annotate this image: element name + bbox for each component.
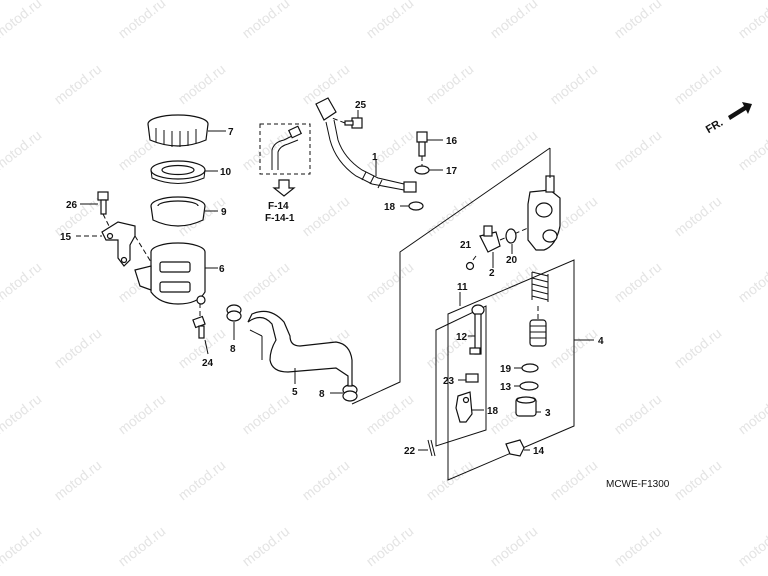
sealing-washer-lower bbox=[400, 201, 424, 211]
assembly-outline bbox=[351, 147, 551, 405]
callout-21: 21 bbox=[460, 240, 472, 251]
callout-23: 22 bbox=[404, 446, 416, 457]
hose-clip-lower bbox=[330, 384, 358, 402]
nut-22 bbox=[458, 373, 479, 383]
front-arrow-icon bbox=[728, 102, 752, 120]
circlip-19 bbox=[514, 363, 539, 373]
callout-19: 19 bbox=[500, 364, 512, 375]
o-ring-20 bbox=[505, 228, 517, 254]
diaphragm-plate bbox=[150, 160, 218, 184]
callout-4: 4 bbox=[598, 336, 604, 347]
callout-10: 12 bbox=[456, 332, 468, 343]
callout-5: 6 bbox=[219, 264, 225, 275]
joint-pin bbox=[505, 439, 530, 457]
callout-9: 11 bbox=[457, 282, 468, 293]
cap-3 bbox=[515, 396, 541, 417]
callout-12: 10 bbox=[220, 167, 232, 178]
front-label: FR. bbox=[704, 117, 725, 136]
push-rod bbox=[468, 304, 485, 355]
callout-1: 1 bbox=[372, 152, 378, 163]
bolt-24 bbox=[192, 304, 209, 355]
reference-f14-1: F-14-1 bbox=[265, 213, 295, 224]
bolt-25 bbox=[331, 110, 363, 129]
clevis bbox=[455, 391, 484, 423]
boot-13 bbox=[514, 381, 539, 391]
spring bbox=[531, 271, 549, 302]
callout-3: 3 bbox=[545, 408, 551, 419]
callout-14: 14 bbox=[533, 446, 545, 457]
hose-joint bbox=[469, 225, 529, 268]
sealing-washer-upper bbox=[414, 165, 443, 175]
callout-16: 15 bbox=[60, 232, 72, 243]
push-rod-box bbox=[435, 292, 487, 447]
callout-22: 23 bbox=[443, 376, 455, 387]
callout-8a: 8 bbox=[230, 344, 236, 355]
callout-18b: 18 bbox=[384, 202, 396, 213]
master-cylinder-body bbox=[527, 160, 561, 251]
hose-clip-upper bbox=[226, 304, 242, 340]
brake-hose bbox=[315, 97, 417, 193]
callout-7: 7 bbox=[228, 127, 234, 138]
callout-15: 18 bbox=[487, 406, 499, 417]
banjo-bolt-17 bbox=[416, 131, 443, 166]
reservoir-body bbox=[134, 242, 218, 305]
reference-inset bbox=[259, 123, 311, 197]
reference-f14: F-14 bbox=[268, 201, 289, 212]
callout-20: 20 bbox=[506, 255, 518, 266]
piston bbox=[529, 306, 547, 347]
callout-11: 9 bbox=[221, 207, 227, 218]
reservoir-hose bbox=[247, 310, 353, 387]
callout-8b: 8 bbox=[319, 389, 325, 400]
callout-2: 2 bbox=[489, 268, 495, 279]
screw-21 bbox=[465, 261, 475, 271]
cotter-pin bbox=[418, 439, 436, 457]
diaphragm bbox=[150, 196, 218, 227]
reservoir-stay bbox=[76, 221, 152, 267]
callout-18a: 17 bbox=[446, 166, 458, 177]
callout-17: 16 bbox=[446, 136, 458, 147]
callout-13: 13 bbox=[500, 382, 512, 393]
bolt-26 bbox=[80, 191, 111, 229]
callout-24: 24 bbox=[202, 358, 214, 369]
reservoir-cap bbox=[147, 114, 226, 147]
callout-26: 26 bbox=[66, 200, 78, 211]
diagram-code: MCWE-F1300 bbox=[606, 479, 670, 490]
callout-6: 5 bbox=[292, 387, 298, 398]
callout-25: 25 bbox=[355, 100, 367, 111]
